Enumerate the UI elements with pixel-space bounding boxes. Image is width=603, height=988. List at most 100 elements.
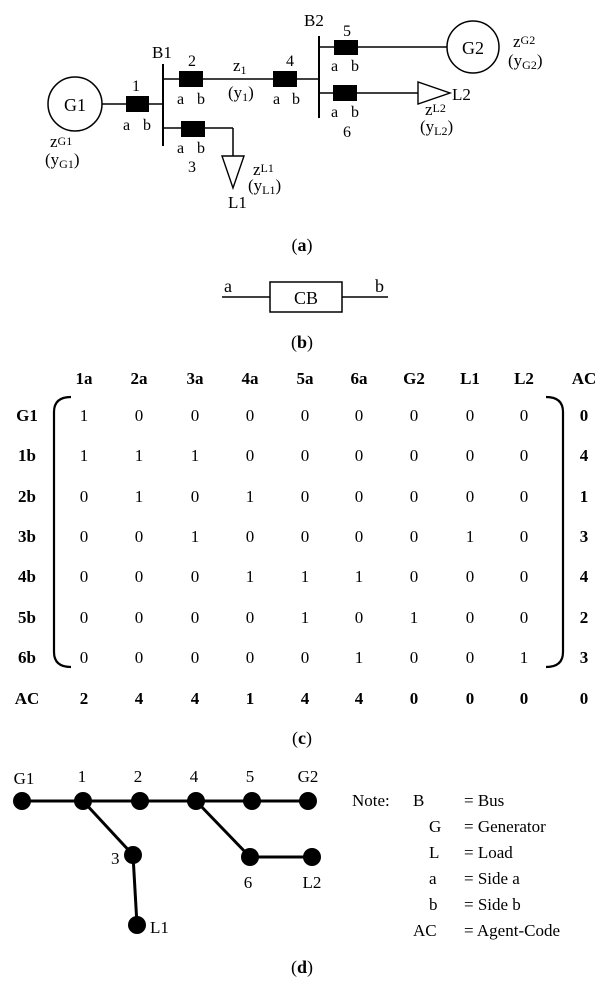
matrix-cell: 0 xyxy=(246,406,255,425)
matrix-col-header: AC xyxy=(572,369,597,388)
load-l1-symbol xyxy=(221,155,245,191)
node-l2 xyxy=(303,848,321,866)
load-l2-symbol xyxy=(417,81,453,105)
node-4-label: 4 xyxy=(190,767,199,786)
matrix-cell: 0 xyxy=(246,527,255,546)
matrix-col-header: G2 xyxy=(403,369,425,388)
node-2-label: 2 xyxy=(134,767,143,786)
breaker-legend-side-b: b xyxy=(375,276,384,296)
impedance-l2-label: zL2 xyxy=(425,100,446,119)
matrix-cell: 0 xyxy=(135,567,144,586)
matrix-ac-column-cell: 4 xyxy=(580,446,589,465)
breaker-6-side-b: b xyxy=(351,104,359,121)
matrix-cell: 0 xyxy=(520,446,529,465)
matrix-cell: 0 xyxy=(80,487,89,506)
matrix-cell: 0 xyxy=(135,406,144,425)
panel-c-caption: (c) xyxy=(292,728,312,749)
note-key: B xyxy=(413,791,424,810)
breaker-legend-box-label: CB xyxy=(294,288,318,308)
impedance-g2-label: zG2 xyxy=(513,32,535,51)
node-6-label: 6 xyxy=(244,873,253,892)
node-g1 xyxy=(13,792,31,810)
matrix-col-header: L2 xyxy=(514,369,534,388)
matrix-cell: 0 xyxy=(410,527,419,546)
breaker-3 xyxy=(181,121,205,137)
matrix-cell: 1 xyxy=(191,527,200,546)
breaker-legend-box xyxy=(269,281,343,313)
matrix-cell: 1 xyxy=(466,527,475,546)
matrix-cell: 0 xyxy=(301,446,310,465)
note-key: AC xyxy=(413,921,437,940)
line-admittance-label: (y1) xyxy=(228,83,254,104)
note-key: b xyxy=(429,895,438,914)
matrix-cell: 0 xyxy=(80,608,89,627)
matrix-cell: 0 xyxy=(466,446,475,465)
matrix-cell: 0 xyxy=(191,406,200,425)
breaker-3-number: 3 xyxy=(188,159,196,176)
matrix-cell: 1 xyxy=(80,406,89,425)
node-g2-label: G2 xyxy=(298,767,319,786)
matrix-col-header: L1 xyxy=(460,369,480,388)
matrix-cell: 0 xyxy=(466,608,475,627)
matrix-ac-row-cell: 1 xyxy=(246,689,255,708)
breaker-4-side-a: a xyxy=(273,91,280,108)
admittance-l2-label: (yL2) xyxy=(420,117,453,138)
matrix-cell: 0 xyxy=(355,446,364,465)
matrix-cell: 1 xyxy=(301,608,310,627)
node-5-label: 5 xyxy=(246,767,255,786)
matrix-cell: 0 xyxy=(135,608,144,627)
breaker-legend-side-a: a xyxy=(224,276,232,296)
node-l1 xyxy=(128,916,146,934)
matrix-ac-column-cell: 3 xyxy=(580,527,589,546)
matrix-cell: 1 xyxy=(246,487,255,506)
note-value: = Agent-Code xyxy=(464,921,560,940)
matrix-cell: 1 xyxy=(410,608,419,627)
breaker-1-number: 1 xyxy=(132,78,140,95)
breaker-6 xyxy=(333,85,357,101)
matrix-ac-column-cell: 1 xyxy=(580,487,589,506)
panel-b-caption: (b) xyxy=(291,332,313,353)
matrix-cell: 0 xyxy=(466,648,475,667)
matrix-right-bracket xyxy=(545,395,565,669)
matrix-cell: 1 xyxy=(520,648,529,667)
matrix-ac-row-cell: 0 xyxy=(466,689,475,708)
node-3 xyxy=(124,846,142,864)
matrix-cell: 1 xyxy=(135,487,144,506)
node-2 xyxy=(131,792,149,810)
load-l2-label: L2 xyxy=(452,85,471,104)
node-1-label: 1 xyxy=(78,767,87,786)
node-l2-label: L2 xyxy=(303,873,322,892)
matrix-cell: 1 xyxy=(135,446,144,465)
matrix-cell: 0 xyxy=(301,487,310,506)
matrix-cell: 0 xyxy=(355,406,364,425)
note-value: = Generator xyxy=(464,817,546,836)
matrix-cell: 0 xyxy=(246,446,255,465)
note-value: = Side a xyxy=(464,869,520,888)
matrix-cell: 0 xyxy=(80,567,89,586)
matrix-cell: 0 xyxy=(410,446,419,465)
matrix-ac-row-cell: 4 xyxy=(301,689,310,708)
bus-b2-label: B2 xyxy=(304,11,324,30)
edge-1-3 xyxy=(81,799,135,857)
matrix-row-header: 2b xyxy=(18,487,36,506)
breaker-2-number: 2 xyxy=(188,53,196,70)
matrix-cell: 0 xyxy=(520,406,529,425)
matrix-row-header: 5b xyxy=(18,608,36,627)
note-value: = Bus xyxy=(464,791,504,810)
panel-b-breaker-legend: CB a b (b) xyxy=(222,276,388,353)
breaker-5-side-b: b xyxy=(351,58,359,75)
breaker-3-side-b: b xyxy=(197,140,205,157)
matrix-cell: 0 xyxy=(410,487,419,506)
matrix-col-header: 4a xyxy=(242,369,260,388)
breaker-5-number: 5 xyxy=(343,23,351,40)
breaker-6-number: 6 xyxy=(343,124,351,141)
matrix-ac-column-cell: 4 xyxy=(580,567,589,586)
breaker-2-side-b: b xyxy=(197,91,205,108)
load-l1-label: L1 xyxy=(228,193,247,212)
matrix-ac-row-cell: 0 xyxy=(580,689,589,708)
matrix-cell: 0 xyxy=(191,567,200,586)
matrix-cell: 0 xyxy=(466,487,475,506)
